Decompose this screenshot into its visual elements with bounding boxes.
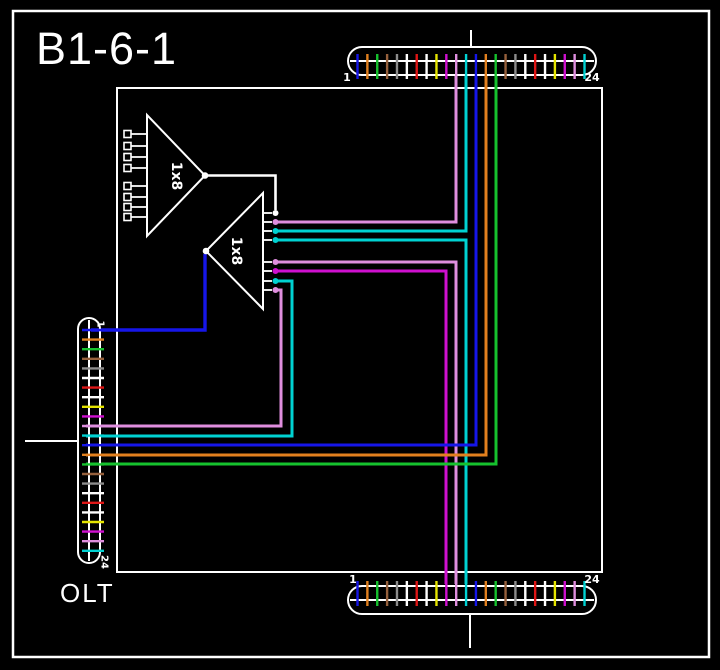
- splitter-2-ratio-label: 1x8: [228, 237, 244, 266]
- page-title: B1-6-1: [36, 23, 177, 74]
- splitter-1: 1x8: [123, 112, 209, 239]
- olt-connector-last-pin-label: 24: [99, 555, 110, 569]
- top-connector-first-pin-label: 1: [343, 71, 351, 84]
- splitter-1-input-port: [201, 172, 209, 179]
- top-connector-outline: [347, 46, 597, 76]
- wire-olt-pin1-to-splitter2-input: [91, 254, 207, 332]
- wire-splitter2-out7-to-olt-pin12: [86, 279, 294, 438]
- wire-olt-pin14-to-top-pin14: [86, 76, 488, 457]
- top-connector: 1 24: [343, 30, 600, 84]
- splitter-output-port: [272, 219, 279, 225]
- wire-splitter2-out6-to-bottom-pin10: [278, 269, 448, 584]
- splitter-1-body: [146, 112, 207, 239]
- outer-border: [11, 9, 711, 659]
- splitter-2-outputs: [263, 210, 279, 293]
- bottom-connector-ticks: [356, 581, 586, 606]
- wire-splitter2-out1-to-splitter1-input: [208, 174, 277, 210]
- splitter-2-body: [204, 190, 264, 312]
- bottom-connector-last-pin-label: 24: [584, 573, 600, 586]
- wire-splitter2-out4-to-bottom-pin12: [278, 238, 468, 584]
- wire-splitter2-out3-to-top-pin12: [278, 76, 468, 233]
- unterminated-port: [123, 129, 132, 139]
- unterminated-port: [123, 202, 132, 212]
- olt-connector-ticks: [82, 328, 104, 552]
- splitter-2: 1x8: [202, 190, 279, 312]
- wire-splitter2-out8-to-olt-pin11: [86, 288, 283, 428]
- splitter-output-port: [272, 259, 279, 265]
- olt-connector: 1 24: [25, 317, 110, 569]
- bottom-connector: 1 24: [347, 573, 600, 648]
- splitter-1-ratio-label: 1x8: [168, 162, 184, 191]
- unterminated-port: [123, 163, 132, 173]
- splitter-output-port: [272, 210, 279, 216]
- unterminated-port: [123, 141, 132, 151]
- splitter-output-port: [272, 237, 279, 243]
- splitter-2-input-port: [202, 247, 210, 255]
- olt-connector-first-pin-label: 1: [95, 321, 106, 328]
- wire-olt-pin15-to-top-pin15: [86, 76, 498, 466]
- splitter-output-port: [272, 278, 279, 284]
- splitter-output-port: [272, 228, 279, 234]
- unterminated-port: [123, 152, 132, 162]
- splitter-1-outputs: [123, 129, 147, 222]
- top-connector-last-pin-label: 24: [584, 71, 600, 84]
- olt-label: OLT: [60, 578, 115, 608]
- wires-layer: [86, 76, 498, 584]
- wire-splitter2-out5-to-bottom-pin11: [278, 260, 458, 584]
- bottom-connector-first-pin-label: 1: [349, 573, 357, 586]
- bottom-connector-outline: [347, 585, 597, 615]
- wire-splitter2-out2-to-top-pin11: [278, 76, 458, 224]
- splitter-output-port: [272, 287, 279, 293]
- top-connector-ticks: [356, 54, 586, 79]
- splitter-output-port: [272, 268, 279, 274]
- olt-connector-outline: [77, 317, 101, 564]
- wire-olt-pin13-to-top-pin13: [86, 76, 478, 447]
- unterminated-port: [123, 212, 132, 222]
- unterminated-port: [123, 181, 132, 191]
- unterminated-port: [123, 192, 132, 202]
